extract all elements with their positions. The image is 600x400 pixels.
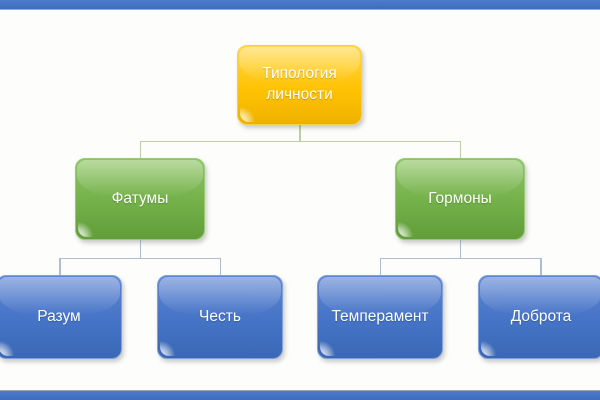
node-label: Типология личности (262, 65, 337, 103)
diagram-node-root: Типология личности (237, 45, 362, 125)
diagram-node-razum: Разум (0, 275, 122, 359)
connector-gormony-horizontal (379, 257, 542, 259)
node-label: Доброта (510, 307, 572, 325)
node-label: Фатумы (111, 189, 169, 207)
node-label: Гормоны (428, 189, 492, 207)
connector-gormony-to-dobrota (540, 258, 542, 275)
node-label: Разум (37, 307, 81, 325)
connector-fatums-stem (139, 240, 141, 258)
connector-root-stem (299, 125, 301, 141)
diagram-node-chest: Честь (157, 275, 283, 359)
connector-fatums-horizontal (59, 257, 221, 259)
connector-root-to-fatums (139, 141, 141, 158)
connector-gormony-to-temperament (379, 258, 381, 275)
bottom-border-bar (0, 390, 600, 400)
diagram-node-fatums: Фатумы (75, 158, 205, 240)
connector-root-horizontal (139, 140, 461, 142)
connector-gormony-stem (459, 240, 461, 258)
connector-fatums-to-razum (59, 258, 61, 275)
diagram-node-temperament: Темперамент (317, 275, 443, 359)
connector-root-to-gormony (459, 141, 461, 158)
node-label: Честь (199, 307, 241, 325)
diagram-node-gormony: Гормоны (395, 158, 525, 240)
top-border-bar (0, 0, 600, 10)
connector-fatums-to-chest (219, 258, 221, 275)
diagram-node-dobrota: Доброта (478, 275, 600, 359)
node-label: Темперамент (331, 307, 429, 325)
